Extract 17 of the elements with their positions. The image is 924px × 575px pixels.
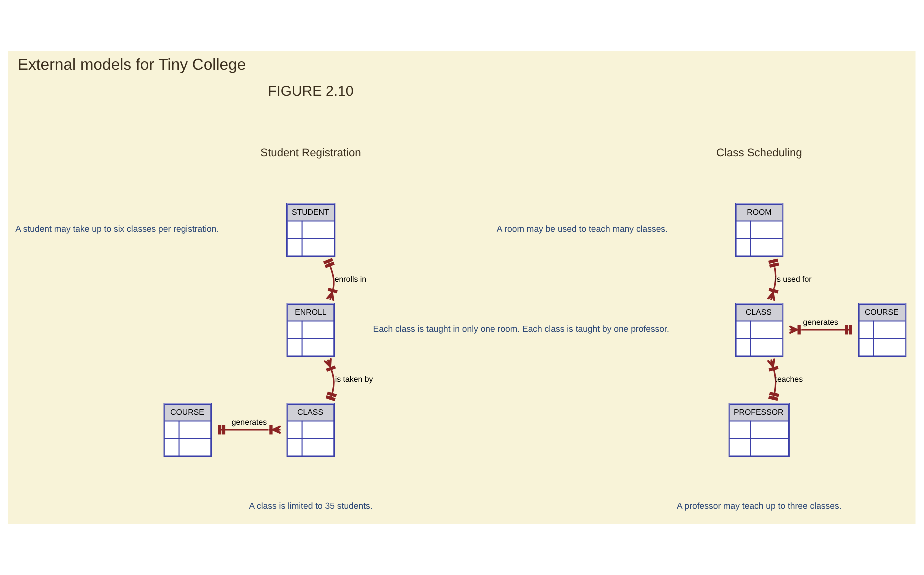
label: FIGURE 2.10 (268, 84, 354, 100)
label: A room may be used to teach many classes. (496, 224, 668, 234)
edge-label: enrolls in (334, 274, 367, 284)
connector (323, 258, 338, 302)
label: A student may take up to six classes per registration. (16, 224, 220, 234)
label: A professor may teach up to three classes. (677, 500, 842, 511)
label: Each class is taught in only one room. Each class is taught by one professor. (373, 324, 670, 334)
edge-label: generates (232, 418, 268, 428)
edge-label: generates (803, 318, 839, 328)
connector (767, 358, 780, 402)
connector (767, 258, 780, 302)
label: Student Registration (260, 147, 362, 160)
edge-label: is taken by (335, 374, 374, 384)
label: A class is limited to 35 students. (249, 500, 373, 511)
connector (324, 358, 338, 402)
label: Class Scheduling (716, 147, 802, 160)
diagram-title: External models for Tiny College (18, 57, 246, 74)
